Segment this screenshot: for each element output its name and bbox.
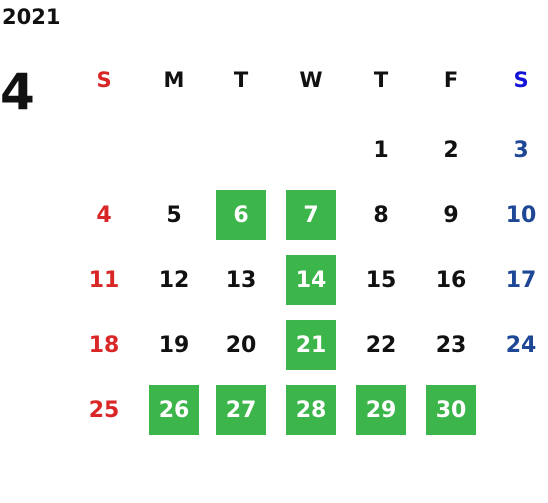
month-label: 4 <box>0 63 35 121</box>
day-cell-14[interactable]: 14 <box>286 255 336 305</box>
weekday-header-tuesday: T <box>233 68 249 92</box>
day-cell-9[interactable]: 9 <box>443 202 459 228</box>
day-cell-29[interactable]: 29 <box>356 385 406 435</box>
weekday-header-friday: F <box>443 68 459 92</box>
weekday-header-wednesday: W <box>299 68 323 92</box>
day-cell-3[interactable]: 3 <box>513 137 529 163</box>
day-cell-12[interactable]: 12 <box>158 267 190 293</box>
day-cell-15[interactable]: 15 <box>365 267 397 293</box>
day-cell-10[interactable]: 10 <box>505 202 537 228</box>
day-cell-4[interactable]: 4 <box>96 202 112 228</box>
day-cell-2[interactable]: 2 <box>443 137 459 163</box>
weekday-header-monday: M <box>163 68 185 92</box>
day-cell-7[interactable]: 7 <box>286 190 336 240</box>
day-cell-1[interactable]: 1 <box>373 137 389 163</box>
day-cell-22[interactable]: 22 <box>365 332 397 358</box>
year-label: 2021 <box>2 5 61 29</box>
day-cell-18[interactable]: 18 <box>88 332 120 358</box>
day-cell-21[interactable]: 21 <box>286 320 336 370</box>
day-cell-30[interactable]: 30 <box>426 385 476 435</box>
day-cell-13[interactable]: 13 <box>225 267 257 293</box>
day-cell-8[interactable]: 8 <box>373 202 389 228</box>
day-cell-27[interactable]: 27 <box>216 385 266 435</box>
day-cell-28[interactable]: 28 <box>286 385 336 435</box>
day-cell-25[interactable]: 25 <box>88 397 120 423</box>
day-cell-23[interactable]: 23 <box>435 332 467 358</box>
day-cell-17[interactable]: 17 <box>505 267 537 293</box>
weekday-header-sunday: S <box>96 68 112 92</box>
weekday-header-thursday: T <box>373 68 389 92</box>
day-cell-26[interactable]: 26 <box>149 385 199 435</box>
day-cell-19[interactable]: 19 <box>158 332 190 358</box>
day-cell-16[interactable]: 16 <box>435 267 467 293</box>
day-cell-11[interactable]: 11 <box>88 267 120 293</box>
day-cell-5[interactable]: 5 <box>166 202 182 228</box>
day-cell-6[interactable]: 6 <box>216 190 266 240</box>
day-cell-24[interactable]: 24 <box>505 332 537 358</box>
day-cell-20[interactable]: 20 <box>225 332 257 358</box>
weekday-header-saturday: S <box>513 68 529 92</box>
